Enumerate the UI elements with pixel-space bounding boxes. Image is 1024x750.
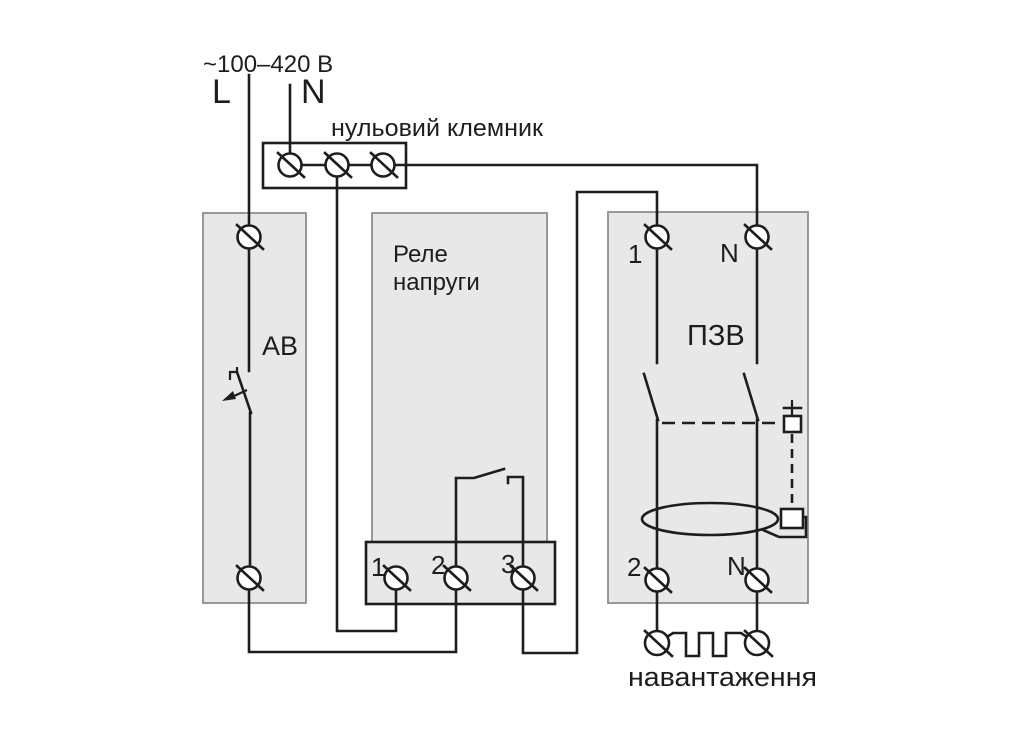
rcd-block — [607, 211, 809, 604]
terminal-screw — [276, 151, 306, 179]
neutral-to-rcd-wire — [393, 163, 759, 227]
rcd-out-terminal-N-label: N — [727, 551, 746, 581]
terminal-screw — [743, 566, 773, 594]
rcd-in-terminal-1-label: 1 — [628, 239, 642, 269]
line-label: L — [212, 73, 231, 111]
load-circuit — [655, 590, 759, 658]
relay-terminal-2-label: 2 — [431, 550, 445, 580]
relay-terminal-3-label: 3 — [501, 549, 515, 579]
terminal-screw — [643, 223, 673, 251]
relay-to-rcd-wire — [521, 190, 659, 655]
breaker-symbol — [222, 247, 458, 654]
rcd-out-terminal-2-label: 2 — [627, 552, 641, 582]
rcd-in-terminal-N-label: N — [720, 238, 739, 268]
terminal-screw — [442, 564, 472, 592]
breaker-label: АВ — [262, 331, 298, 361]
terminal-screw — [369, 151, 399, 179]
rcd-label: ПЗВ — [687, 320, 745, 352]
terminal-screw — [509, 564, 539, 592]
breaker-trip-arrow-head — [222, 391, 236, 401]
relay-label-line2: напруги — [393, 269, 480, 296]
terminal-screw — [382, 564, 412, 592]
relay-contact-symbol — [454, 190, 659, 655]
terminal-screw — [743, 223, 773, 251]
rcd-internals — [640, 247, 808, 570]
terminal-screw — [643, 566, 673, 594]
load-label: навантаження — [628, 662, 817, 692]
breaker-to-relay-wire — [247, 588, 458, 654]
terminal-screw — [743, 629, 774, 658]
trip-coil-rear-outline — [761, 515, 808, 539]
terminal-block-links — [300, 163, 759, 633]
differential-transformer-core — [640, 501, 780, 537]
terminal-screw — [323, 151, 353, 179]
relay-label-line1: Реле — [393, 241, 448, 268]
rcd-pole1-blade — [642, 372, 660, 422]
relay-terminal-1-label: 1 — [371, 552, 385, 582]
neutral-label: N — [301, 73, 326, 111]
breaker-block — [202, 212, 307, 604]
supply-voltage-label: ~100–420 В — [203, 51, 333, 78]
trip-coil-box — [779, 507, 805, 530]
neutral-to-relay-wire — [335, 175, 398, 633]
terminal-screw — [235, 564, 265, 592]
terminal-screw — [235, 223, 265, 251]
test-button-box — [782, 414, 803, 434]
rcd-poleN-blade — [742, 372, 760, 422]
relay-contact-blade — [454, 467, 506, 568]
supply-wires — [247, 73, 292, 227]
breaker-latch-hook — [228, 367, 239, 380]
terminal-screw — [643, 629, 674, 658]
terminals — [235, 151, 774, 658]
voltage-relay-block — [371, 212, 548, 543]
neutral-terminal-block-label: нульовий клемник — [331, 115, 544, 142]
relay-contact-fixed — [506, 475, 525, 568]
load-resistive-element — [665, 631, 749, 658]
